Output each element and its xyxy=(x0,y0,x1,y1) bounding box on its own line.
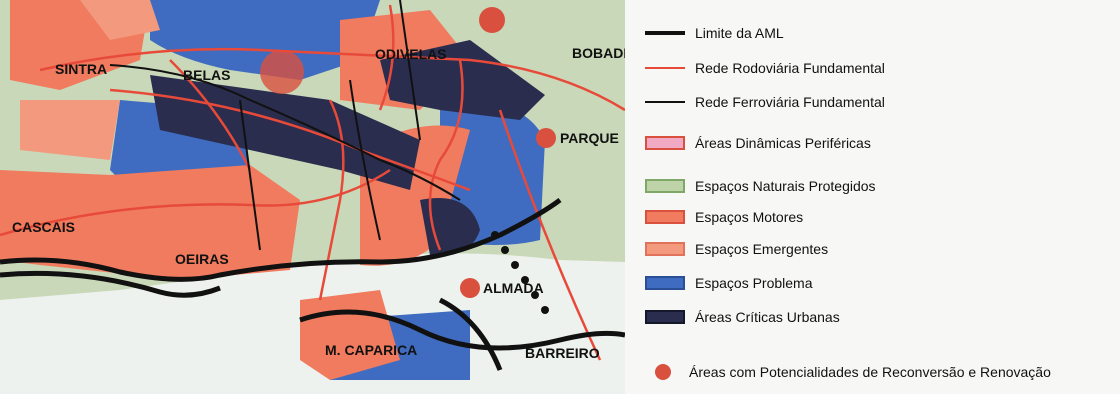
rail-network xyxy=(109,0,461,251)
place-label-mcaparica: M. CAPARICA xyxy=(325,342,417,358)
place-label-almada: ALMADA xyxy=(483,280,544,296)
legend-label: Espaços Emergentes xyxy=(695,241,829,257)
legend-item-dinamicas: Áreas Dinâmicas Periféricas xyxy=(645,132,871,154)
map-canvas: SINTRA BELAS ODIVELAS BOBADE PARQUE CASC… xyxy=(0,0,633,394)
area-criticas-urbanas xyxy=(420,198,480,256)
legend-label: Espaços Naturais Protegidos xyxy=(695,178,876,194)
rail-segment xyxy=(239,99,261,251)
aml-map: SINTRA BELAS ODIVELAS BOBADE PARQUE CASC… xyxy=(0,0,633,394)
bridge-dot xyxy=(501,246,509,254)
road-segment xyxy=(498,109,602,361)
road-network xyxy=(0,4,626,361)
limit-segment xyxy=(299,309,626,351)
place-label-parque: PARQUE xyxy=(560,130,619,146)
road-segment xyxy=(0,168,391,237)
bridge-dots xyxy=(491,231,549,314)
bridge-dot xyxy=(531,291,539,299)
road-segment xyxy=(378,4,395,111)
legend-label: Rede Rodoviária Fundamental xyxy=(695,60,885,76)
road-segment xyxy=(428,59,464,251)
reconversion-area-marker xyxy=(460,278,480,298)
legend-label: Áreas Dinâmicas Periféricas xyxy=(695,135,871,151)
red-swatch-icon xyxy=(645,210,685,224)
dot-icon xyxy=(655,364,671,380)
place-label-sintra: SINTRA xyxy=(55,61,107,77)
place-label-barreiro: BARREIRO xyxy=(525,345,600,361)
road-line-icon xyxy=(645,67,685,69)
area-espacos-motores xyxy=(0,165,300,280)
place-label-cascais: CASCAIS xyxy=(12,219,75,235)
legend-item-ferroviaria: Rede Ferroviária Fundamental xyxy=(645,91,885,113)
legend-item-problema: Espaços Problema xyxy=(645,272,813,294)
legend-label: Áreas com Potencialidades de Reconversão… xyxy=(689,364,1051,380)
thick-line-icon xyxy=(645,31,685,35)
bridge-dot xyxy=(521,276,529,284)
rail-line-icon xyxy=(645,101,685,103)
rail-segment xyxy=(399,0,421,141)
legend-label: Espaços Motores xyxy=(695,209,804,225)
aml-limit xyxy=(0,197,626,371)
legend-panel: Limite da AML Rede Rodoviária Fundamenta… xyxy=(625,0,1120,394)
legend-item-emergentes: Espaços Emergentes xyxy=(645,238,828,260)
reconversion-area-marker xyxy=(479,7,505,33)
legend-label: Áreas Críticas Urbanas xyxy=(695,309,840,325)
area-espacos-emergentes xyxy=(20,100,120,160)
legend-item-limite: Limite da AML xyxy=(645,22,784,44)
area-espacos-emergentes xyxy=(80,0,160,40)
road-segment xyxy=(318,99,345,301)
pink-swatch-icon xyxy=(645,136,685,150)
orange-swatch-icon xyxy=(645,242,685,256)
rail-segment xyxy=(109,64,461,201)
blue-swatch-icon xyxy=(645,276,685,290)
green-swatch-icon xyxy=(645,179,685,193)
place-label-oeiras: OEIRAS xyxy=(175,251,229,267)
limit-segment xyxy=(438,297,503,371)
bridge-dot xyxy=(511,261,519,269)
legend-label: Rede Ferroviária Fundamental xyxy=(695,94,885,110)
reconversion-area-marker xyxy=(260,50,304,94)
limit-segment xyxy=(0,197,562,282)
place-label-odivelas: ODIVELAS xyxy=(375,46,447,62)
area-espacos-problema xyxy=(150,0,380,80)
road-segment xyxy=(39,47,626,112)
place-label-bobadela: BOBADE xyxy=(572,45,625,61)
limit-segment xyxy=(0,270,221,298)
legend-item-naturais: Espaços Naturais Protegidos xyxy=(645,175,876,197)
reconversion-area-marker xyxy=(536,128,556,148)
bridge-dot xyxy=(491,231,499,239)
legend-label: Espaços Problema xyxy=(695,275,813,291)
legend-label: Limite da AML xyxy=(695,25,784,41)
area-criticas-urbanas xyxy=(150,75,420,190)
bridge-dot xyxy=(541,306,549,314)
place-label-belas: BELAS xyxy=(183,67,230,83)
road-segment xyxy=(169,59,252,171)
legend-item-reconversao: Áreas com Potencialidades de Reconversão… xyxy=(645,361,1051,383)
dark-swatch-icon xyxy=(645,310,685,324)
rail-segment xyxy=(349,79,381,241)
legend-item-criticas: Áreas Críticas Urbanas xyxy=(645,306,840,328)
legend-item-rodoviaria: Rede Rodoviária Fundamental xyxy=(645,57,885,79)
legend-item-motores: Espaços Motores xyxy=(645,206,803,228)
